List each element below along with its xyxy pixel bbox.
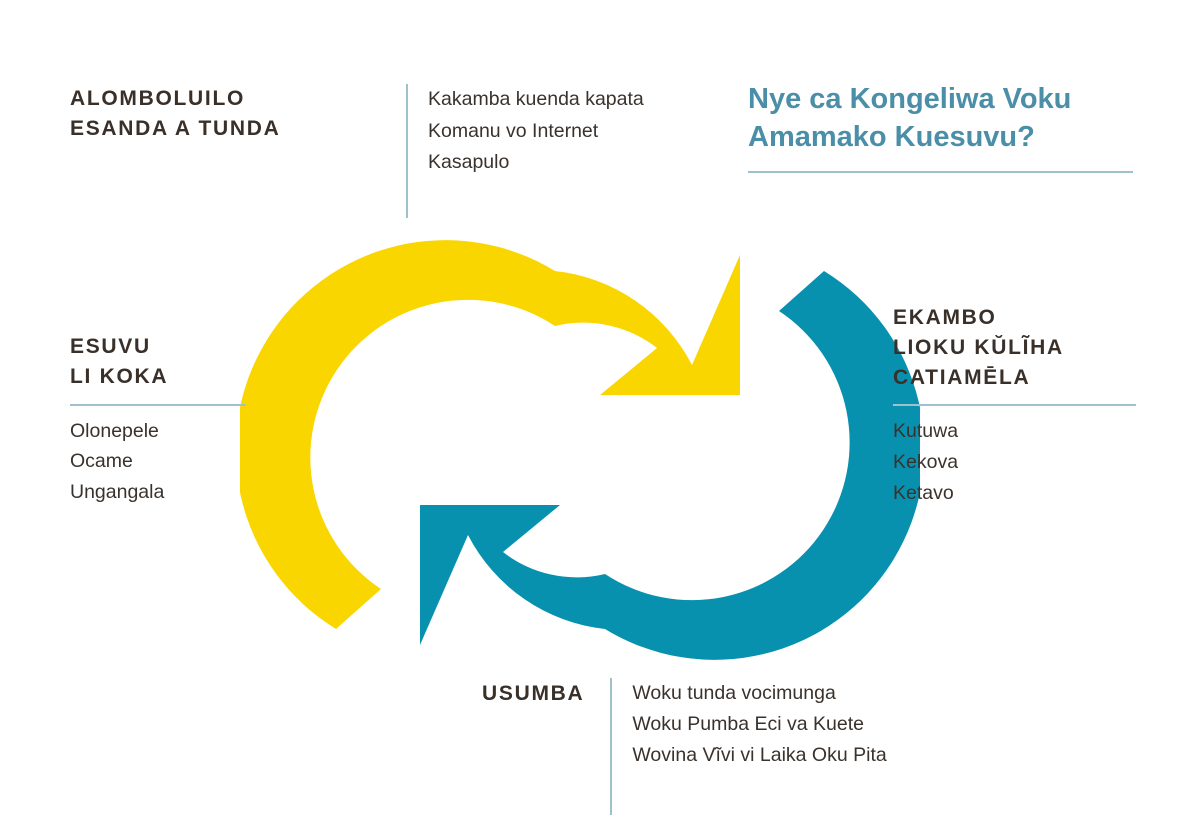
cycle-diagram-graphic (240, 235, 920, 665)
section-usumba-list: Woku tunda vocimunga Woku Pumba Eci va K… (632, 678, 886, 770)
list-item: Wovina Vĩvi vi Laika Oku Pita (632, 743, 887, 766)
section-alomboluilo: ALOMBOLUILO ESANDA A TUNDA (70, 84, 400, 144)
section-esuvu-heading: ESUVU LI KOKA (70, 335, 169, 388)
teal-counter-arrow (420, 271, 920, 660)
list-item: Ketavo (893, 482, 954, 505)
section-alomboluilo-list: Kakamba kuenda kapata Komanu vo Internet… (428, 84, 644, 179)
section-esuvu: ESUVU LI KOKA Olonepele Ocame Ungangala (70, 332, 246, 508)
list-item: Ungangala (70, 481, 165, 504)
section-usumba-heading: USUMBA (482, 682, 585, 705)
list-item: Woku tunda vocimunga (632, 682, 836, 704)
list-item: Kekova (893, 451, 959, 474)
list-item: Woku Pumba Eci va Kuete (632, 712, 864, 735)
title-underline (748, 170, 1133, 173)
section-ekambo-list: Kutuwa Kekova Ketavo (893, 416, 1136, 508)
section-usumba: USUMBA Woku tunda vocimunga Woku Pumba E… (482, 678, 887, 815)
page-title: Nye ca Kongeliwa Voku Amamako Kuesuvu? (748, 83, 1072, 154)
section-alomboluilo-heading: ALOMBOLUILO ESANDA A TUNDA (70, 87, 281, 140)
section-usumba-divider (610, 678, 613, 815)
page-title-block: Nye ca Kongeliwa Voku Amamako Kuesuvu? (748, 80, 1133, 173)
section-esuvu-divider (70, 403, 246, 406)
section-alomboluilo-list-wrap: Kakamba kuenda kapata Komanu vo Internet… (406, 84, 644, 218)
list-item: Kasapulo (428, 151, 510, 174)
list-item: Ocame (70, 450, 133, 473)
list-item: Komanu vo Internet (428, 119, 599, 142)
section-esuvu-list: Olonepele Ocame Ungangala (70, 416, 246, 508)
yellow-clockwise-arrow (240, 240, 740, 629)
list-item: Olonepele (70, 419, 159, 442)
list-item: Kutuwa (893, 420, 959, 443)
section-ekambo: EKAMBO LIOKU KŬLĨHA CATIAMĒLA Kutuwa Kek… (893, 303, 1136, 509)
list-item: Kakamba kuenda kapata (428, 88, 644, 110)
section-ekambo-divider (893, 404, 1136, 407)
section-ekambo-heading: EKAMBO LIOKU KŬLĨHA CATIAMĒLA (893, 306, 1064, 389)
